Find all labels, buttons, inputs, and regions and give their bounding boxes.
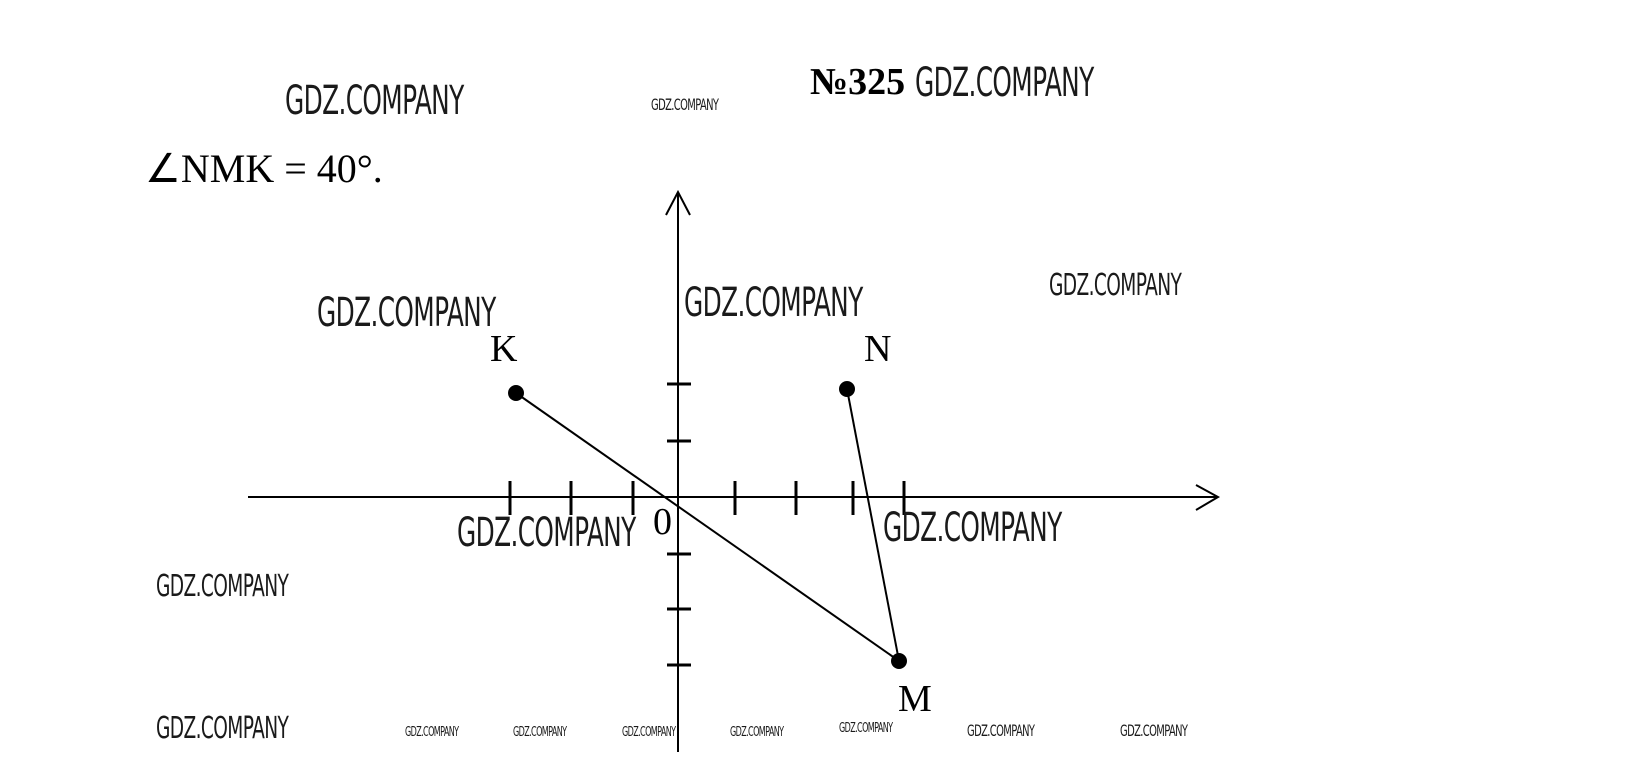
x-axis-arrow (1195, 484, 1221, 511)
point-m (891, 653, 907, 669)
watermark-text: GDZ.COMPANY (883, 505, 1062, 551)
watermark-text: GDZ.COMPANY (622, 725, 676, 740)
point-n-label: N (864, 328, 891, 370)
point-n (839, 381, 855, 397)
segment-km (515, 392, 900, 662)
watermark-text: GDZ.COMPANY (651, 95, 719, 114)
segment-nm (846, 388, 900, 662)
watermark-text: GDZ.COMPANY (967, 721, 1035, 740)
watermark-text: GDZ.COMPANY (513, 725, 567, 740)
point-m-label: M (898, 678, 932, 720)
watermark-text: GDZ.COMPANY (1049, 268, 1182, 303)
watermark-text: GDZ.COMPANY (285, 78, 464, 124)
watermark-text: GDZ.COMPANY (405, 725, 459, 740)
watermark-text: GDZ.COMPANY (156, 569, 289, 604)
watermark-text: GDZ.COMPANY (457, 510, 636, 556)
point-k-label: K (490, 328, 518, 370)
watermark-text: GDZ.COMPANY (1120, 721, 1188, 740)
problem-number: №325 (810, 61, 906, 103)
y-axis-arrow (665, 189, 691, 216)
point-k (508, 385, 524, 401)
watermark-text: GDZ.COMPANY (156, 711, 289, 746)
watermark-text: GDZ.COMPANY (915, 60, 1094, 106)
y-ticks (667, 382, 691, 667)
watermark-text: GDZ.COMPANY (839, 721, 893, 736)
problem-statement: ∠NMK = 40°. (145, 146, 383, 191)
x-ticks (508, 481, 906, 515)
watermark-text: GDZ.COMPANY (684, 280, 863, 326)
watermark-text: GDZ.COMPANY (730, 725, 784, 740)
origin-label: 0 (653, 501, 672, 543)
watermark-text: GDZ.COMPANY (317, 290, 496, 336)
